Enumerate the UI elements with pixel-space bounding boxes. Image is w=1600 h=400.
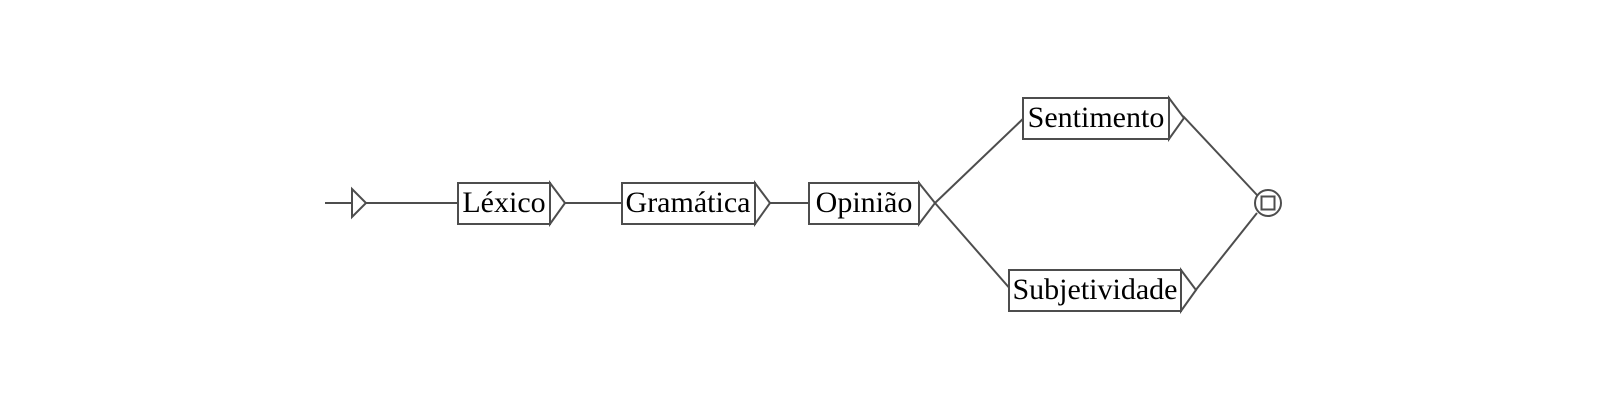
edge-subjetividade-to-end [1194,212,1258,292]
node-gramatica-box [621,182,756,225]
node-opiniao[interactable]: Opinião [808,180,937,227]
start-arrowhead-icon [351,186,368,220]
node-sentimento-label: Sentimento [1028,101,1165,134]
node-sentimento-box [1022,97,1170,140]
node-lexico-label: Léxico [462,186,545,219]
node-subjetividade-label: Subjetividade [1013,273,1178,306]
edge-opiniao-to-subjetividade [934,202,1013,292]
edge-opiniao-to-sentimento [934,115,1027,204]
node-sentimento[interactable]: Sentimento [1022,95,1186,143]
edge-sentimento-to-end [1182,115,1258,196]
node-subjetividade[interactable]: Subjetividade [1008,267,1198,315]
node-subjetividade-box [1008,269,1182,312]
node-opiniao-chevron-icon [918,180,937,227]
node-lexico-chevron-icon [549,180,567,228]
node-subjetividade-chevron-icon [1180,267,1198,315]
node-opiniao-box [808,182,920,225]
end-marker [1254,189,1282,217]
node-opiniao-label: Opinião [816,186,913,219]
node-sentimento-chevron-icon [1168,95,1186,143]
node-gramatica-label: Gramática [626,186,751,219]
start-marker [351,186,368,220]
node-lexico[interactable]: Léxico [457,180,567,228]
node-lexico-box [457,182,551,225]
node-gramatica[interactable]: Gramática [621,180,772,228]
node-gramatica-chevron-icon [754,180,772,228]
end-state-square-icon [1260,195,1276,211]
edge-group [325,115,1258,292]
